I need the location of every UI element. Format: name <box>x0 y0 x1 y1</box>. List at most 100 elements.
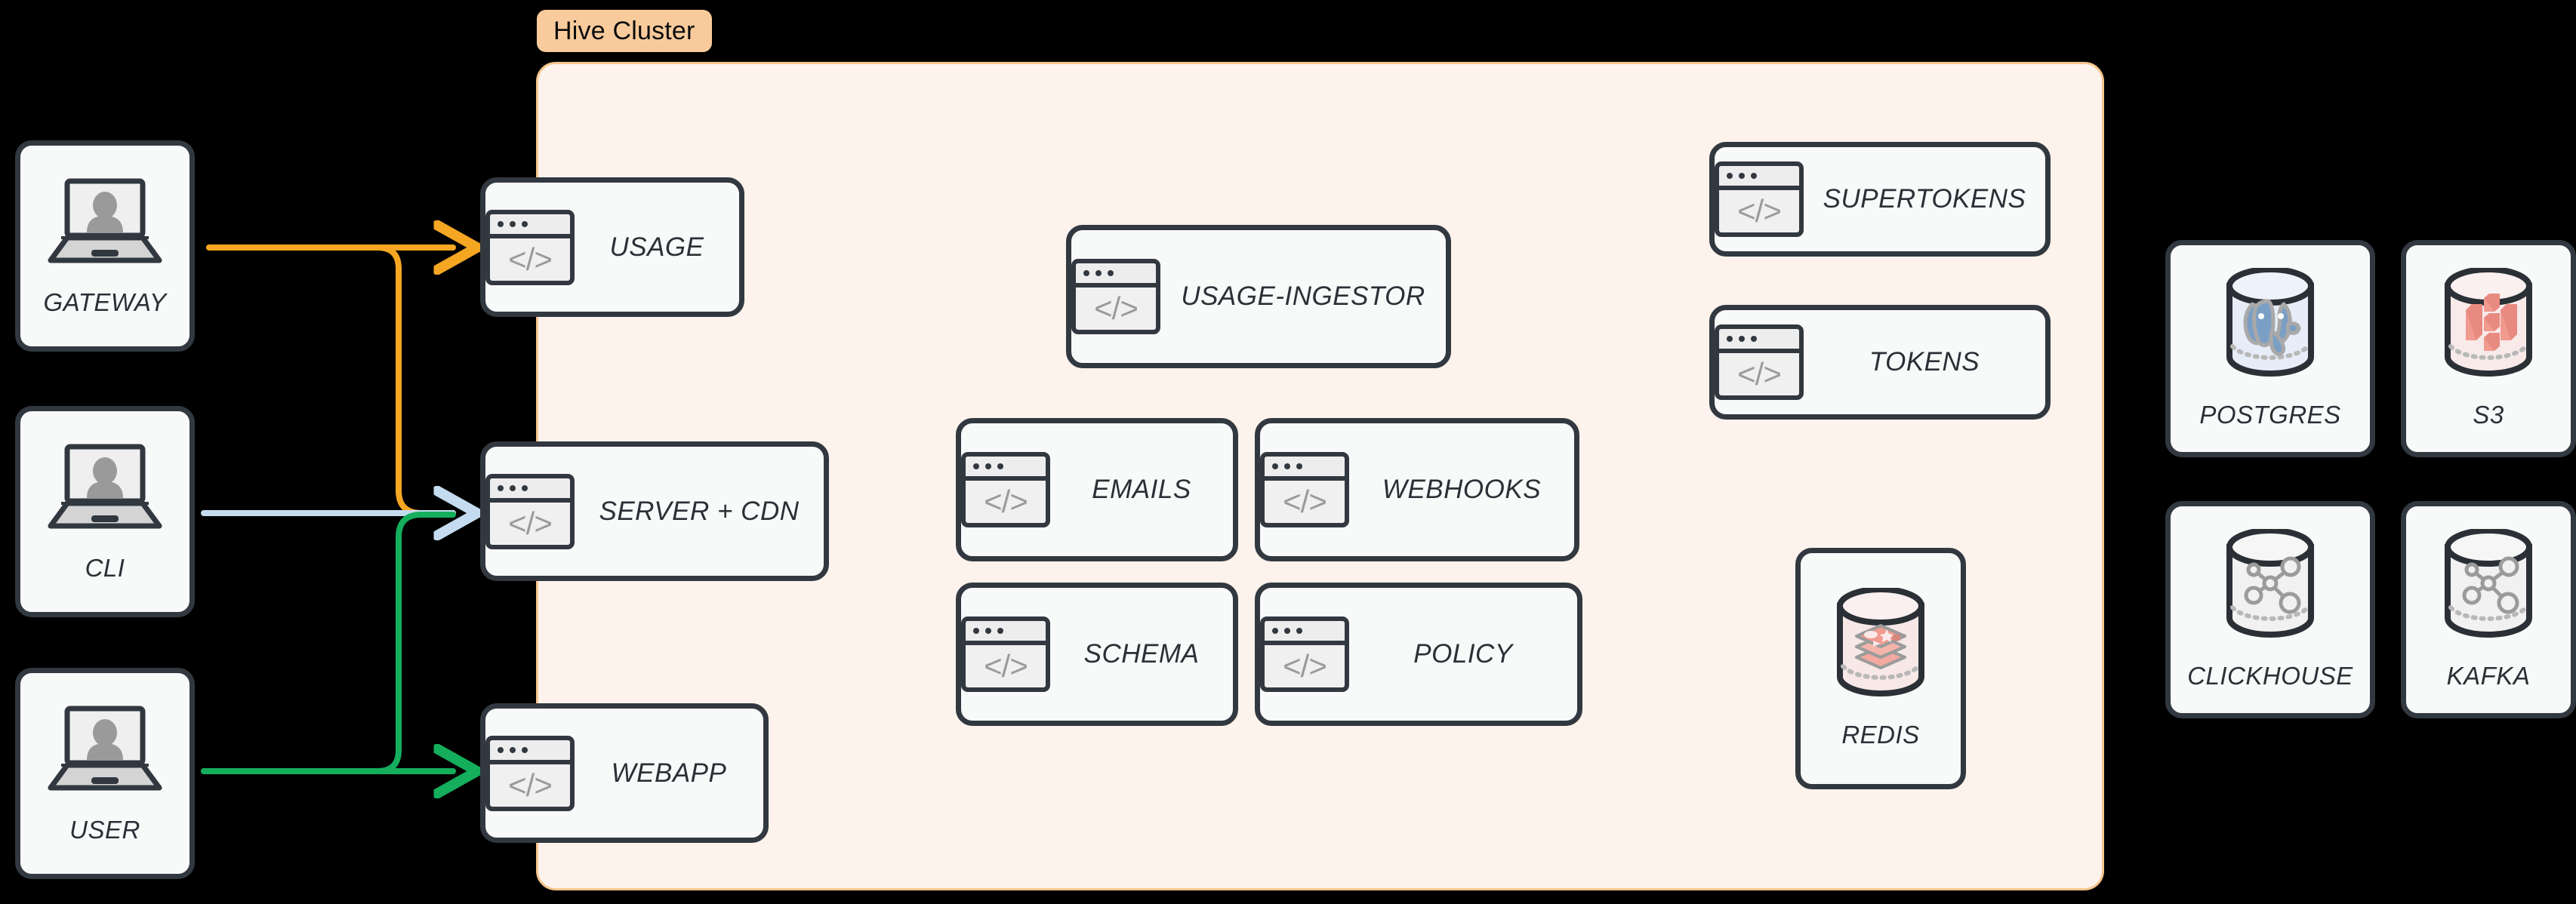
node-webapp[interactable]: </> WEBAPP <box>480 703 769 843</box>
node-user[interactable]: USER <box>15 668 195 879</box>
node-server-cdn[interactable]: </> SERVER + CDN <box>480 441 829 581</box>
node-kafka[interactable]: KAFKA <box>2401 501 2576 718</box>
code-window-icon: </> <box>1715 324 1804 400</box>
code-window-icon: </> <box>961 617 1050 692</box>
window-dot-icon <box>510 484 516 491</box>
window-dot-icon <box>1095 270 1102 276</box>
window-dot-icon <box>1272 463 1278 469</box>
window-dot-icon <box>1751 336 1757 342</box>
window-titlebar <box>1265 621 1345 645</box>
node-schema[interactable]: </> SCHEMA <box>956 583 1238 726</box>
window-dot-icon <box>1751 173 1757 179</box>
node-label: CLI <box>85 554 125 582</box>
node-usage[interactable]: </> USAGE <box>480 177 744 317</box>
window-dot-icon <box>498 220 504 227</box>
code-window-icon: </> <box>485 209 575 285</box>
node-label: POSTGRES <box>2199 401 2341 429</box>
kafka-database-icon <box>2437 527 2540 642</box>
node-tokens[interactable]: </> TOKENS <box>1709 305 2051 420</box>
node-policy[interactable]: </> POLICY <box>1255 583 1582 726</box>
code-window-icon: </> <box>1260 617 1349 692</box>
code-glyph: </> <box>1283 484 1327 519</box>
window-dot-icon <box>498 484 504 491</box>
node-gateway[interactable]: GATEWAY <box>15 140 195 352</box>
node-emails[interactable]: </> EMAILS <box>956 418 1238 561</box>
hive-cluster-label: Hive Cluster <box>537 10 712 52</box>
window-dot-icon <box>997 463 1003 469</box>
window-dot-icon <box>1739 173 1745 179</box>
window-dot-icon <box>522 484 528 491</box>
node-label: GATEWAY <box>43 288 167 316</box>
node-label: S3 <box>2473 401 2504 429</box>
s3-database-icon <box>2437 266 2540 381</box>
window-titlebar <box>966 621 1046 645</box>
window-dot-icon <box>1296 463 1302 469</box>
code-glyph: </> <box>984 648 1028 684</box>
window-dot-icon <box>1296 628 1302 634</box>
code-glyph: </> <box>508 505 553 541</box>
code-glyph: </> <box>508 241 553 277</box>
window-titlebar <box>490 214 570 238</box>
code-glyph: </> <box>1094 291 1139 326</box>
node-label: SERVER + CDN <box>599 496 800 526</box>
window-dot-icon <box>522 746 528 753</box>
window-dot-icon <box>1272 628 1278 634</box>
window-dot-icon <box>1284 463 1290 469</box>
window-dot-icon <box>985 463 991 469</box>
code-glyph: </> <box>1737 356 1782 392</box>
code-window-icon: </> <box>485 735 575 811</box>
wire-user-to-server-cdn <box>201 512 456 774</box>
code-window-icon: </> <box>1260 452 1349 527</box>
node-label: EMAILS <box>1092 475 1191 504</box>
window-titlebar <box>1719 329 1799 353</box>
window-titlebar <box>1265 457 1345 481</box>
window-dot-icon <box>1739 336 1745 342</box>
laptop-icon <box>45 175 165 269</box>
code-glyph: </> <box>508 767 553 803</box>
laptop-icon <box>45 703 165 796</box>
node-clickhouse[interactable]: CLICKHOUSE <box>2165 501 2375 718</box>
window-titlebar <box>1719 166 1799 190</box>
window-dot-icon <box>985 628 991 634</box>
node-label: WEBHOOKS <box>1382 475 1542 504</box>
node-label: WEBAPP <box>611 758 727 788</box>
code-window-icon: </> <box>485 473 575 549</box>
code-glyph: </> <box>1737 193 1782 229</box>
window-dot-icon <box>1108 270 1114 276</box>
window-dot-icon <box>973 628 979 634</box>
window-dot-icon <box>1083 270 1089 276</box>
wire-gateway-to-server-cdn <box>206 244 456 516</box>
node-label: USAGE <box>609 232 704 262</box>
window-dot-icon <box>997 628 1003 634</box>
code-glyph: </> <box>1283 648 1327 684</box>
node-redis[interactable]: REDIS <box>1795 548 1966 789</box>
node-label: USER <box>69 816 140 844</box>
node-supertokens[interactable]: </> SUPERTOKENS <box>1709 142 2051 257</box>
node-postgres[interactable]: POSTGRES <box>2165 240 2375 457</box>
node-label: CLICKHOUSE <box>2187 662 2353 690</box>
node-label: USAGE-INGESTOR <box>1181 281 1425 311</box>
window-dot-icon <box>510 746 516 753</box>
node-label: SCHEMA <box>1083 639 1200 669</box>
laptop-icon <box>45 441 165 534</box>
window-titlebar <box>490 739 570 764</box>
node-webhooks[interactable]: </> WEBHOOKS <box>1255 418 1579 561</box>
window-dot-icon <box>510 220 516 227</box>
node-s3[interactable]: S3 <box>2401 240 2576 457</box>
window-dot-icon <box>1727 173 1733 179</box>
node-label: TOKENS <box>1869 347 1980 377</box>
node-cli[interactable]: CLI <box>15 406 195 617</box>
window-dot-icon <box>498 746 504 753</box>
redis-database-icon <box>1829 586 1932 701</box>
code-glyph: </> <box>984 484 1028 519</box>
node-label: KAFKA <box>2446 662 2531 690</box>
window-dot-icon <box>1284 628 1290 634</box>
window-titlebar <box>490 478 570 503</box>
window-dot-icon <box>1727 336 1733 342</box>
clickhouse-database-icon <box>2219 527 2322 642</box>
node-usage-ingestor[interactable]: </> USAGE-INGESTOR <box>1066 225 1451 368</box>
code-window-icon: </> <box>961 452 1050 527</box>
code-window-icon: </> <box>1071 259 1160 334</box>
postgres-database-icon <box>2219 266 2322 381</box>
